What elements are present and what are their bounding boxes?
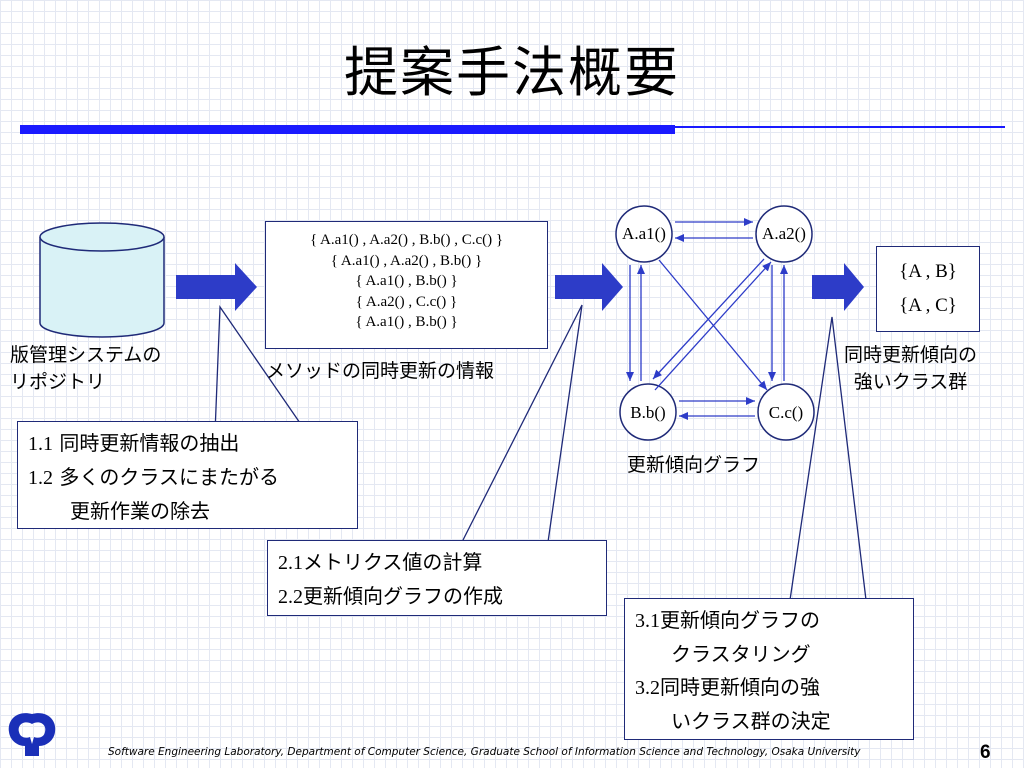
step-text: メトリクス値の計算 xyxy=(303,550,483,574)
method-set-line: { A.a2() , C.c() } xyxy=(355,293,458,310)
graph-node-a1 xyxy=(615,205,673,263)
method-sets-box: { A.a1() , A.a2() , B.b() , C.c() } { A.… xyxy=(265,221,548,349)
node-label-c: C.c() xyxy=(768,403,804,422)
step-number: 1.2 xyxy=(28,467,53,489)
method-set-line: { A.a1() , A.a2() , B.b() , C.c() } xyxy=(309,232,504,248)
callout-pointers xyxy=(214,304,867,601)
repository-label-line2: リポジトリ xyxy=(10,371,106,393)
step-text: 更新作業の除去 xyxy=(70,499,210,523)
result-caption-line2: 強いクラス群 xyxy=(853,371,968,393)
graph-edges xyxy=(626,218,788,420)
node-label-a1: A.a1() xyxy=(622,224,666,243)
method-set-line: { A.a1() , B.b() } xyxy=(355,273,458,289)
step-text: 更新傾向グラフの xyxy=(660,608,820,632)
graph-node-c xyxy=(757,383,815,441)
flow-arrow-3 xyxy=(812,263,864,311)
slide-title: 提案手法概要 xyxy=(344,41,680,104)
step-text: クラスタリング xyxy=(671,642,811,666)
step-text: 多くのクラスにまたがる xyxy=(53,465,279,489)
page-number: 6 xyxy=(980,742,991,763)
graph-caption: 更新傾向グラフ xyxy=(627,454,761,476)
class-group-set: {A , C} xyxy=(899,295,957,316)
university-logo-icon xyxy=(8,713,56,756)
step-number: 3.2 xyxy=(635,677,660,699)
class-group-set: {A , B} xyxy=(899,261,957,282)
graph-node-b xyxy=(619,383,677,441)
repository-label-line1: 版管理システムの xyxy=(10,344,162,366)
flow-arrow-1 xyxy=(176,263,257,311)
method-set-line: { A.a1() , A.a2() , B.b() } xyxy=(330,252,483,269)
flow-arrow-2 xyxy=(555,263,623,311)
step-number: 2.2 xyxy=(278,586,303,608)
step-text: いクラス群の決定 xyxy=(671,709,831,733)
node-label-b: B.b() xyxy=(630,403,666,422)
class-group-box: {A , B} {A , C} xyxy=(876,246,980,332)
step-text: 更新傾向グラフの作成 xyxy=(303,584,503,608)
repository-cylinder-icon xyxy=(39,222,165,338)
step-number: 1.1 xyxy=(28,433,53,455)
node-label-a2: A.a2() xyxy=(762,224,806,243)
step-number: 3.1 xyxy=(635,610,660,632)
step-text: 同時更新情報の抽出 xyxy=(53,431,240,455)
result-caption-line1: 同時更新傾向の xyxy=(844,344,978,366)
footer-text: Software Engineering Laboratory, Departm… xyxy=(108,746,861,758)
callout-step3: 3.1更新傾向グラフの クラスタリング 3.2同時更新傾向の強 いクラス群の決定 xyxy=(624,598,914,740)
step-number: 2.1 xyxy=(278,552,303,574)
result-caption: 同時更新傾向の 強いクラス群 xyxy=(844,342,977,396)
step-text: 同時更新傾向の強 xyxy=(660,675,820,699)
methods-caption: メソッドの同時更新の情報 xyxy=(266,360,495,382)
method-set-line: { A.a1() , B.b() } xyxy=(355,314,458,330)
title-rule-thin xyxy=(675,126,1005,128)
graph-node-a2 xyxy=(755,205,813,263)
callout-step1: 1.1 同時更新情報の抽出 1.2 多くのクラスにまたがる 更新作業の除去 xyxy=(17,421,358,529)
repository-label: 版管理システムの リポジトリ xyxy=(10,342,161,396)
title-rule-thick xyxy=(20,125,675,134)
callout-step2: 2.1メトリクス値の計算 2.2更新傾向グラフの作成 xyxy=(267,540,607,616)
